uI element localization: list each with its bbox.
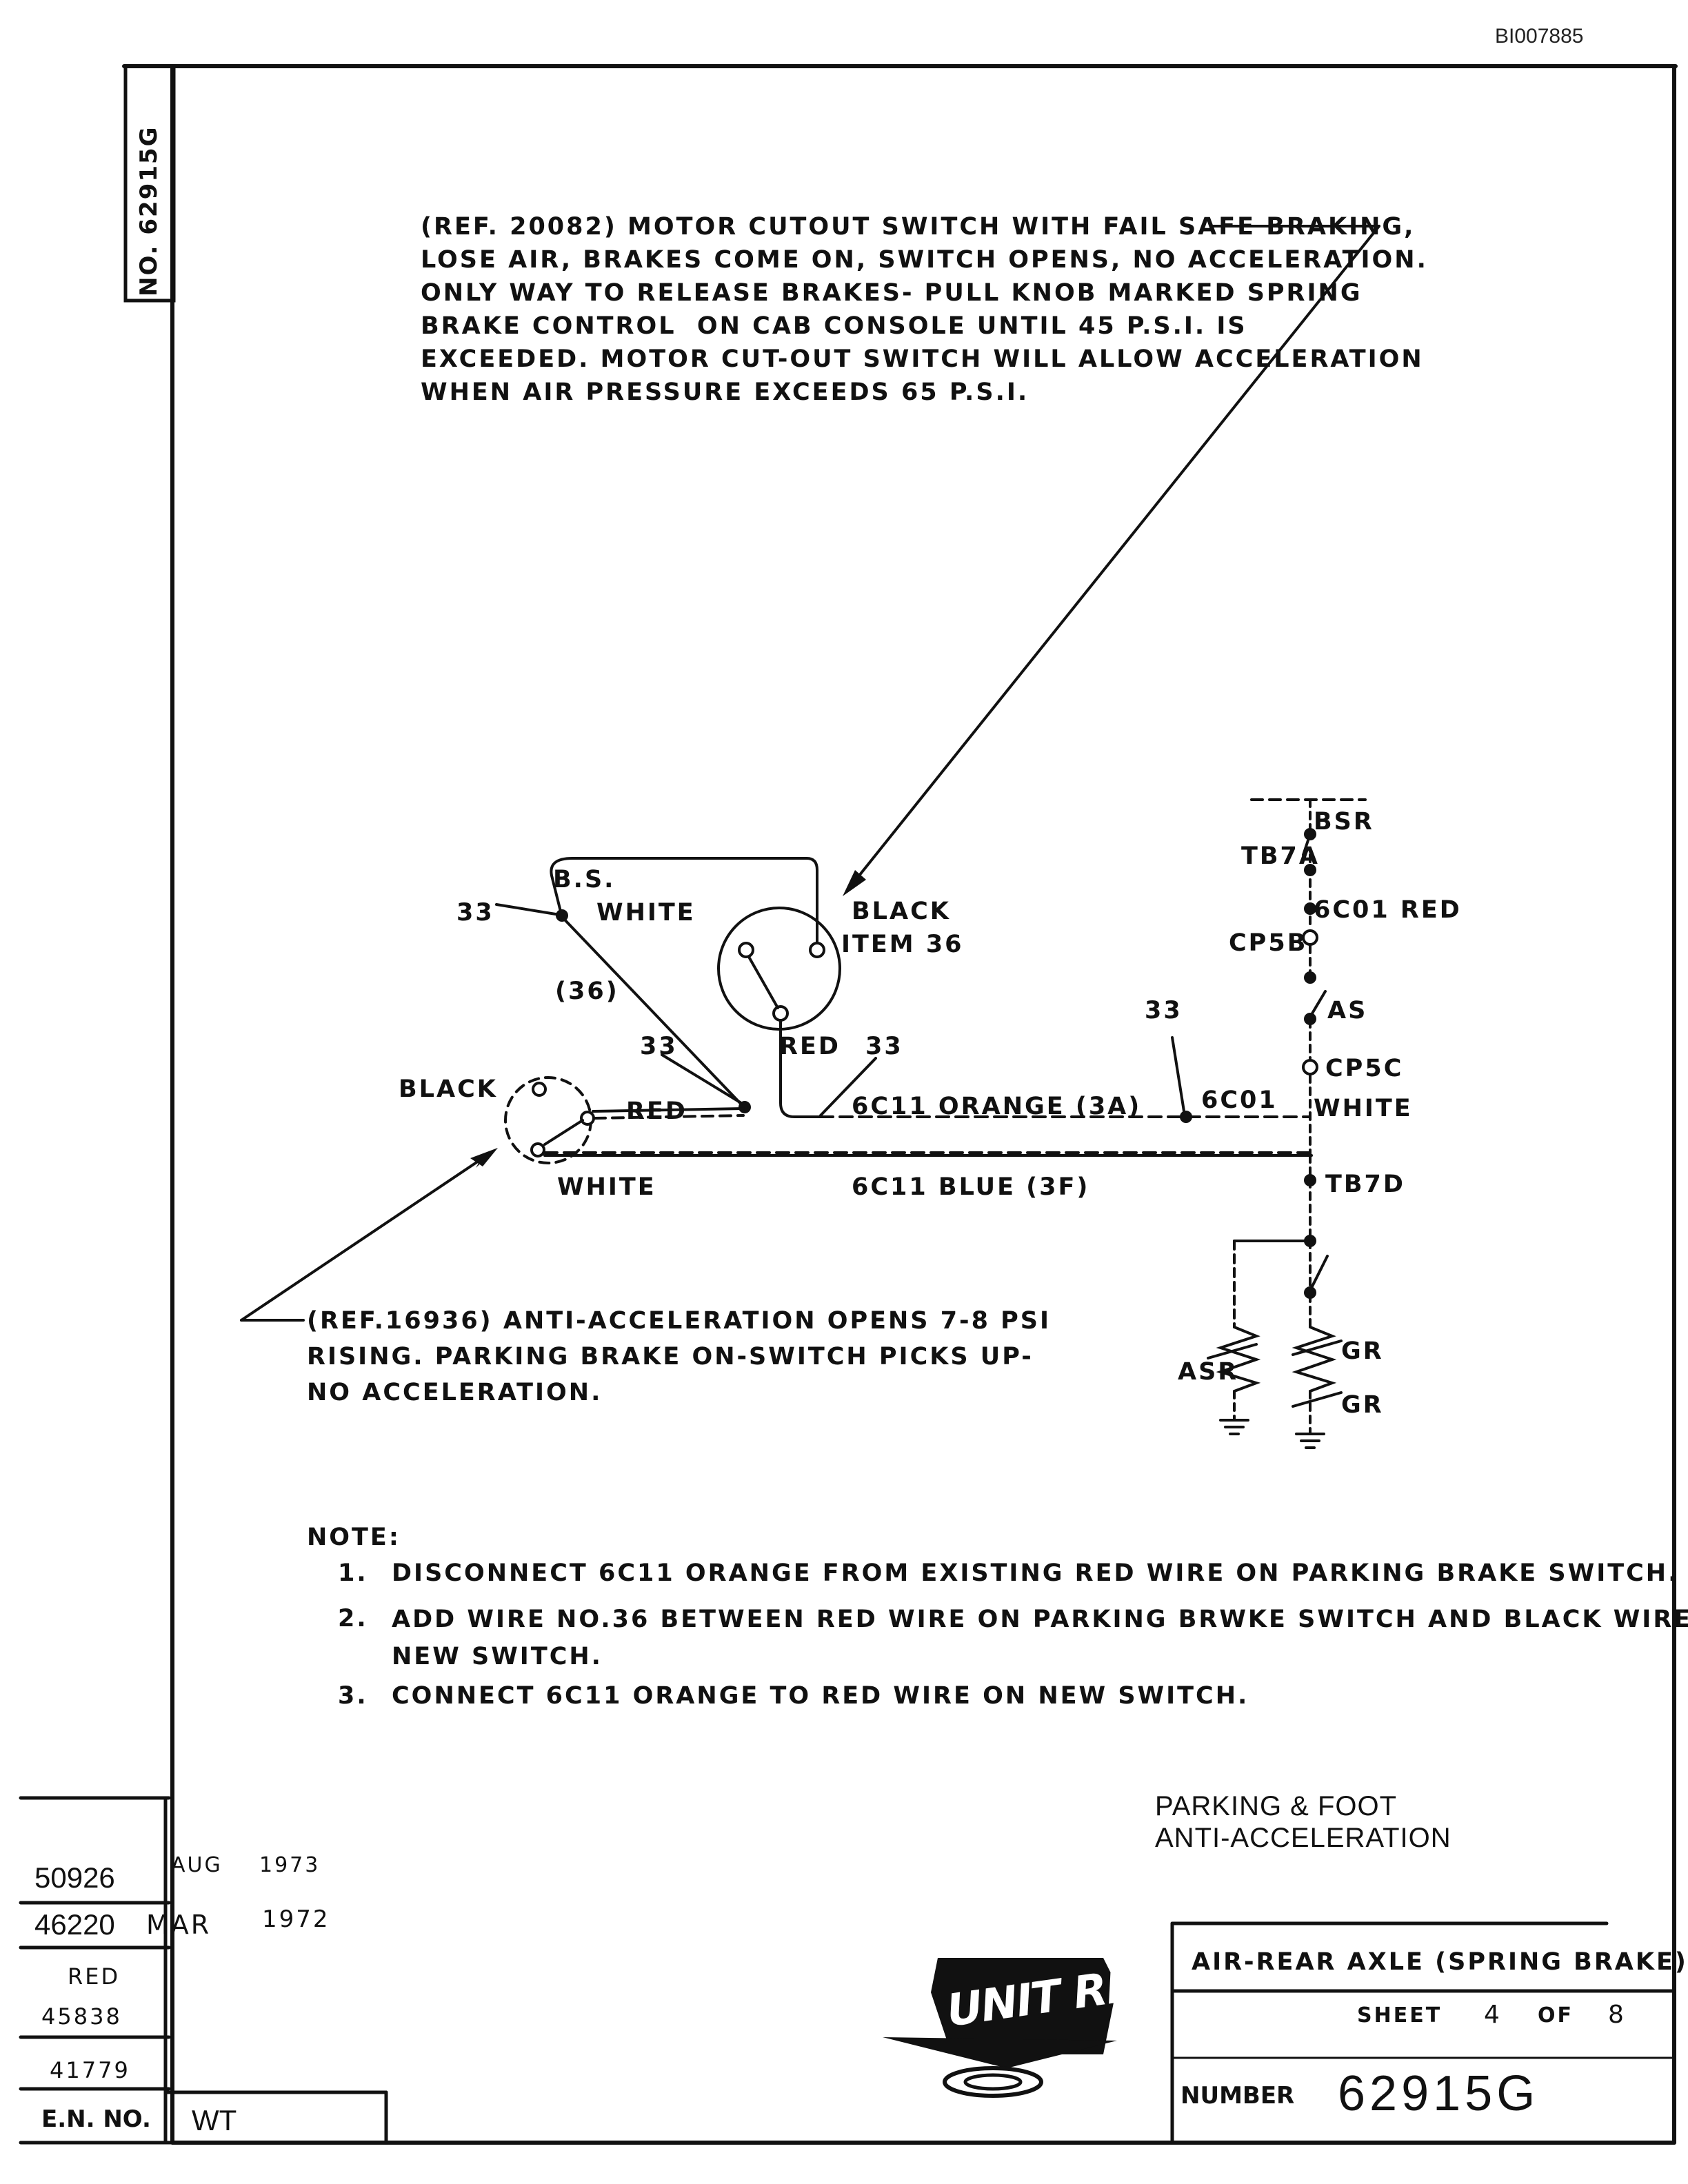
label-tb7a: TB7A <box>1241 842 1320 870</box>
label-6c11-orange: 6C11 ORANGE (3A) <box>852 1093 1142 1120</box>
revision-year-1: 1973 <box>259 1853 321 1877</box>
drawing-number: 62915G <box>1338 2066 1540 2121</box>
label-36: (36) <box>555 978 619 1005</box>
revision-month-1: AUG <box>171 1853 223 1877</box>
new-switch-item36 <box>717 907 841 1031</box>
label-33-bs: 33 <box>456 899 494 927</box>
label-bs: B.S. <box>553 866 616 893</box>
drawing-title-line1: PARKING & FOOT <box>1155 1791 1398 1821</box>
drawing-frame <box>122 64 1678 2145</box>
label-white-bs: WHITE <box>596 899 696 927</box>
revision-en-5: 41779 <box>50 2057 130 2083</box>
sheet-total: 8 <box>1608 2001 1626 2029</box>
revision-en-3: RED <box>68 1963 121 1990</box>
revision-en-1: 50926 <box>34 1861 115 1894</box>
note-1-text: DISCONNECT 6C11 ORANGE FROM EXISTING RED… <box>392 1559 1680 1587</box>
label-black-item: BLACK <box>852 898 951 925</box>
revision-en-4: 45838 <box>41 2003 122 2030</box>
leader-motor-cutout <box>843 225 1380 896</box>
side-drawing-number: NO. 62915G <box>135 125 163 296</box>
label-white-parking: WHITE <box>557 1173 656 1201</box>
of-label: OF <box>1538 2003 1574 2028</box>
label-6c01-wire: 6C01 <box>1201 1086 1278 1114</box>
parking-brake-switch <box>504 1076 595 1164</box>
number-label: NUMBER <box>1180 2082 1295 2110</box>
label-33-junction: 33 <box>640 1033 678 1060</box>
note-1-number: 1. <box>338 1559 368 1587</box>
note-anti-acceleration: (REF.16936) ANTI-ACCELERATION OPENS 7-8 … <box>307 1307 1051 1406</box>
unit-rig-logo <box>883 1958 1117 2098</box>
revision-en-2: 46220 <box>34 1908 115 1941</box>
label-cp5b: CP5B <box>1229 929 1308 957</box>
title-block <box>1170 1921 1676 2145</box>
label-6c11-blue: 6C11 BLUE (3F) <box>852 1173 1090 1201</box>
label-cp5c: CP5C <box>1325 1055 1404 1082</box>
label-white-cp5c: WHITE <box>1314 1095 1413 1122</box>
label-33-orange: 33 <box>865 1033 903 1060</box>
title-block-subject: AIR-REAR AXLE (SPRING BRAKE) <box>1192 1948 1688 1976</box>
wt-label: WT <box>192 2104 237 2136</box>
wire-red-new-switch <box>779 1019 877 1118</box>
label-tb7d: TB7D <box>1325 1171 1405 1198</box>
document-id: BI007885 <box>1495 25 1584 48</box>
label-red-parking: RED <box>626 1098 687 1125</box>
wire-bs-loop <box>495 857 818 1108</box>
label-33-6c01: 33 <box>1145 997 1183 1024</box>
label-red-new-switch: RED <box>779 1033 841 1060</box>
label-item36: ITEM 36 <box>841 931 964 958</box>
label-as: AS <box>1327 997 1368 1024</box>
right-chain <box>1207 798 1367 1449</box>
note-motor-cutout: (REF. 20082) MOTOR CUTOUT SWITCH WITH FA… <box>421 213 1428 406</box>
en-no-label: E.N. NO. <box>41 2105 151 2133</box>
label-asr: ASR <box>1178 1358 1239 1386</box>
revision-month-2: MAR <box>146 1910 212 1940</box>
label-gr-1: GR <box>1341 1337 1384 1365</box>
notes-heading: NOTE: <box>307 1524 401 1551</box>
sheet-number: 4 <box>1484 2001 1502 2029</box>
drawing-title-line2: ANTI-ACCELERATION <box>1155 1823 1451 1853</box>
label-gr-2: GR <box>1341 1391 1384 1419</box>
label-bsr: BSR <box>1314 808 1374 836</box>
label-6c01-red: 6C01 RED <box>1314 896 1462 924</box>
revision-year-2: 1972 <box>262 1905 330 1933</box>
revision-table <box>19 1796 388 2145</box>
note-2-number: 2. <box>338 1605 368 1632</box>
leader-anti-accel <box>240 1148 498 1322</box>
note-3-number: 3. <box>338 1682 368 1710</box>
label-black-parking: BLACK <box>399 1075 498 1103</box>
note-2-text: ADD WIRE NO.36 BETWEEN RED WIRE ON PARKI… <box>392 1606 1688 1670</box>
sheet-label: SHEET <box>1357 2003 1443 2028</box>
note-3-text: CONNECT 6C11 ORANGE TO RED WIRE ON NEW S… <box>392 1682 1249 1710</box>
